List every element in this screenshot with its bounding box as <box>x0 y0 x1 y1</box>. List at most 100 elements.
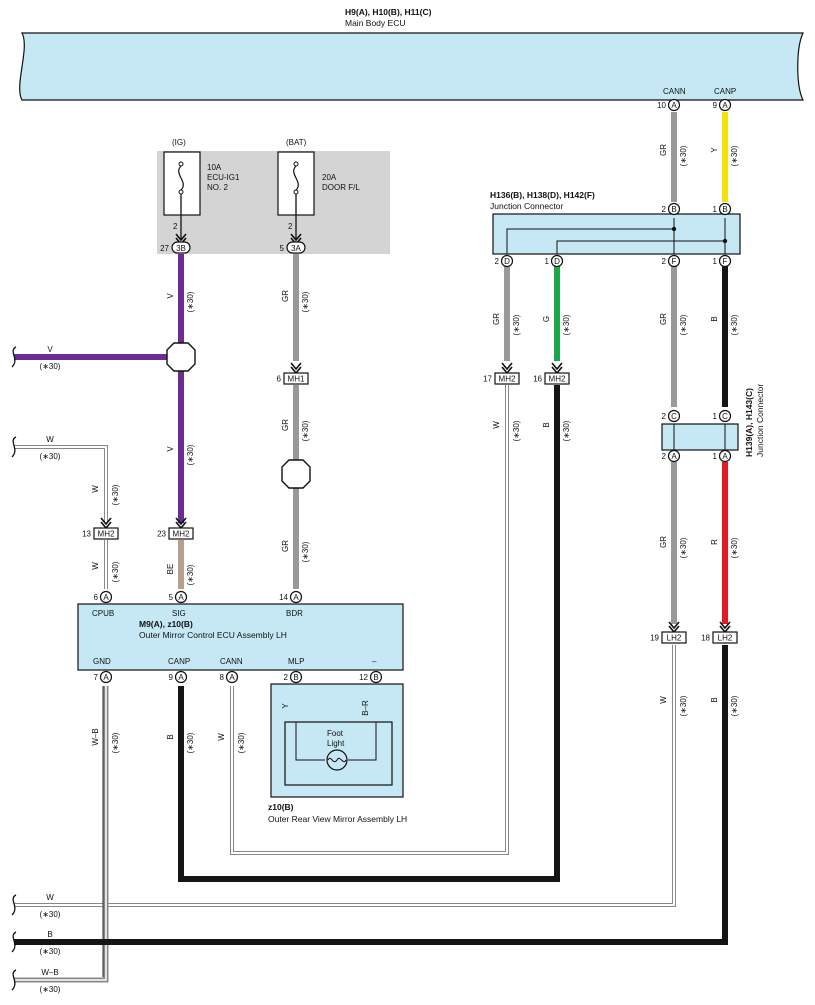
wire-lh2-18-color: B <box>710 697 719 702</box>
wire-violet-lower-note: (∗30) <box>186 444 195 465</box>
wire-bdr-lower-color: GR <box>281 540 290 552</box>
inline-6-box <box>712 631 738 644</box>
wire-jc2-a1-color: R <box>710 539 719 545</box>
pin-label-canp: CANP <box>168 657 190 666</box>
jc1-pin-f2-circle <box>667 254 681 268</box>
wire-cann-top-note: (∗30) <box>679 145 688 166</box>
mirror-pin-bdr-number: 14 <box>279 593 288 602</box>
mirror-pin-cann-letter: A <box>229 673 235 682</box>
main-body-ecu: H9(A), H10(B), H11(C) Main Body ECU CANN… <box>19 7 804 101</box>
wire-jc-f1-note: (∗30) <box>730 314 739 335</box>
wire-gnd-note: (∗30) <box>111 732 120 753</box>
wire-mlp-color: Y <box>281 703 290 709</box>
foot-light-label-2: Light <box>327 739 345 748</box>
rear-view-mirror-assembly: Foot Light z10(B) Outer Rear View Mirror… <box>268 683 407 824</box>
jc2-name: Junction Connector <box>755 384 765 457</box>
jc1-pin-f1-circle <box>718 254 732 268</box>
inline-2-name: MH2 <box>173 530 190 539</box>
fuse-bat-conn-number: 5 <box>280 244 285 253</box>
fuse-bat-rating: 20A <box>322 173 337 182</box>
wire-jc-f1-color: B <box>710 316 719 321</box>
left-wire-w-upper-color: W <box>46 435 54 444</box>
inline-1-name: MH2 <box>98 530 115 539</box>
wire-lh2-19-note: (∗30) <box>679 695 688 716</box>
wire-jc-f2-note: (∗30) <box>679 314 688 335</box>
jc1-pin-f2-letter: F <box>672 257 677 266</box>
wire-cann-mirror-color: W <box>217 733 226 741</box>
inline-0-number: 6 <box>277 375 282 384</box>
jc1-pin-f1-number: 1 <box>713 257 718 266</box>
junction-connector-2: H139(A), H143(C) Junction Connector <box>661 384 765 457</box>
wire-bdr-upper-color: GR <box>281 290 290 302</box>
mirror-ecu-name: Outer Mirror Control ECU Assembly LH <box>139 630 287 640</box>
jc2-pin-c1-letter: C <box>722 412 728 421</box>
wire-mh2-16-note: (∗30) <box>562 420 571 441</box>
inline-6-number: 18 <box>701 634 710 643</box>
pin-label-minus: – <box>372 657 377 666</box>
wire-mh2-17-note: (∗30) <box>512 420 521 441</box>
jc1-pin-d2-number: 2 <box>495 257 500 266</box>
mirror-pin-sig-letter: A <box>178 593 184 602</box>
left-wire-w-upper-note: (∗30) <box>40 452 61 461</box>
mirror-pin-mlp-letter: B <box>293 673 298 682</box>
wire-cpub-upper-color: W <box>91 485 100 493</box>
fuse-ig-conn-number: 27 <box>160 244 169 253</box>
left-wire-w-upper-end <box>11 436 17 458</box>
inline-2-number: 23 <box>157 530 166 539</box>
inline-3-name: MH2 <box>499 375 516 384</box>
jc2-pin-c1-number: 1 <box>713 412 718 421</box>
left-wire-wb-color: W–B <box>41 968 58 977</box>
wire-labels: V(∗30)V(∗30)BE(∗30)GR(∗30)GR(∗30)GR(∗30)… <box>91 144 739 754</box>
wire-bdr-mid-color: GR <box>281 419 290 431</box>
jc2-pin-a1-circle <box>718 449 732 463</box>
wire-cann-mirror-note: (∗30) <box>237 732 246 753</box>
wire-cpub-lower-note: (∗30) <box>111 561 120 582</box>
fuse-bat-pin: 2 <box>288 222 293 231</box>
pin-label-bdr: BDR <box>286 609 303 618</box>
main-ecu-name: Main Body ECU <box>345 18 405 28</box>
inline-1-number: 13 <box>82 530 91 539</box>
fuse-ig-line2: NO. 2 <box>207 183 228 192</box>
inline-0-name: MH1 <box>288 375 305 384</box>
ecu-pin-cann-letter: A <box>671 101 677 110</box>
inline-0-chevron <box>290 362 302 374</box>
fuse-bat-line1: DOOR F/L <box>322 183 360 192</box>
fuse-ig-conn-label: 3B <box>176 244 186 253</box>
mirror-pin-minus-number: 12 <box>359 673 368 682</box>
mirror-pin-bdr-letter: A <box>293 593 299 602</box>
left-wire-v-color: V <box>47 345 53 354</box>
wire-mh2-16-color: B <box>542 422 551 427</box>
mirror-ecu-code: M9(A), z10(B) <box>139 619 193 629</box>
wire-cpub-upper-note: (∗30) <box>111 484 120 505</box>
left-wire-wb-end <box>11 969 17 991</box>
jc1-pin-d1-number: 1 <box>545 257 550 266</box>
fuse-box: (IG) (BAT) 10A ECU-IG1 NO. 2 20A DOOR F/… <box>157 138 390 254</box>
main-ecu-pin-label-canp: CANP <box>714 87 736 96</box>
mirror-pin-cpub-letter: A <box>103 593 109 602</box>
inline-5-name: LH2 <box>667 634 682 643</box>
mirror-pin-gnd-number: 7 <box>94 673 99 682</box>
fuse-ig-pin: 2 <box>173 222 178 231</box>
wire-be-color: BE <box>166 564 175 575</box>
fuse-ig-rating: 10A <box>207 163 222 172</box>
jc1-pin-d2-circle <box>500 254 514 268</box>
mirror-pin-mlp-number: 2 <box>284 673 289 682</box>
left-wire-w-lower-end <box>11 894 17 916</box>
splice-violet <box>166 342 196 372</box>
jc2-pin-c1-circle <box>718 409 732 423</box>
fuse-ig-header: (IG) <box>172 138 186 147</box>
jc1-pin-f1-letter: F <box>723 257 728 266</box>
wire-lh2-18-note: (∗30) <box>730 695 739 716</box>
jc2-pin-a1-number: 1 <box>713 452 718 461</box>
wire-lh2-19-color: W <box>659 696 668 704</box>
wire-jc-d1-note: (∗30) <box>562 314 571 335</box>
mirror-pin-canp-number: 9 <box>169 673 174 682</box>
jc2-pin-c2-letter: C <box>671 412 677 421</box>
wire-minus-color: B–R <box>361 700 370 716</box>
fuse-bat-conn-tag <box>286 241 306 254</box>
jc2-pin-a2-letter: A <box>671 452 677 461</box>
inline-5-box <box>661 631 687 644</box>
